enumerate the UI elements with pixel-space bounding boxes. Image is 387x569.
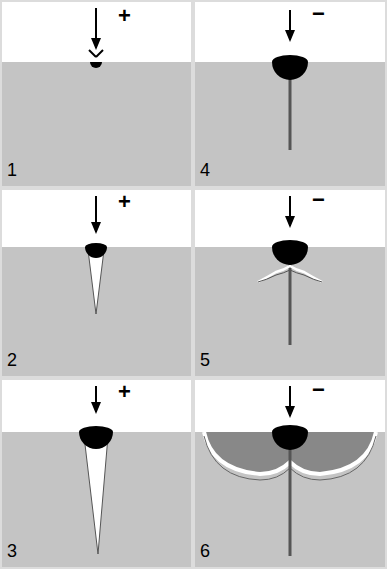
panel-number: 3 <box>7 541 17 561</box>
panel-number: 1 <box>7 160 17 180</box>
polarity-sign: − <box>312 190 325 210</box>
polarity-sign: + <box>118 382 131 402</box>
polarity-sign: − <box>312 380 325 400</box>
panel-number: 6 <box>200 541 210 561</box>
polarity-sign: + <box>118 6 131 26</box>
panel-number: 4 <box>200 160 210 180</box>
polarity-sign: − <box>312 4 325 24</box>
panel-number: 5 <box>200 350 210 370</box>
polarity-sign: + <box>118 192 131 212</box>
panel-number: 2 <box>7 350 17 370</box>
